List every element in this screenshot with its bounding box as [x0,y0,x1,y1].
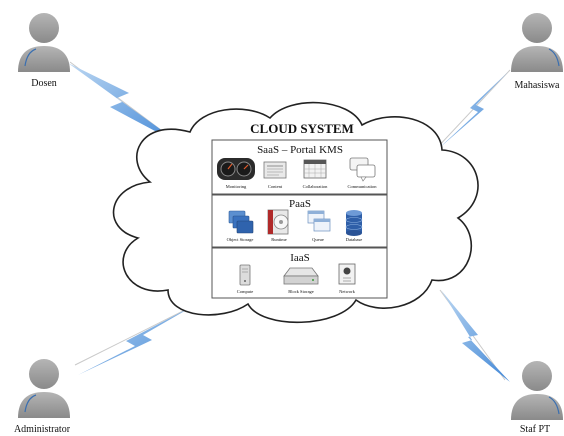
saas-item-label: Monitoring [226,184,247,189]
database-icon [345,210,363,236]
collaboration-icon [303,159,327,179]
dosen-user-icon [18,13,70,72]
iaas-item-label: Block Storage [288,289,314,294]
administrator-user-icon [18,359,70,418]
runtime-icon [267,209,289,235]
cloud-system-title: CLOUD SYSTEM [250,121,354,136]
paas-item-label: Queue [312,237,324,242]
content-icon [263,161,287,179]
staf-pt-user-icon [511,361,563,420]
mahasiswa-user-icon [511,13,563,72]
lightning-bolt-staf-pt-icon [441,290,510,382]
paas-item-label: Runtime [271,237,287,242]
paas-item-label: Object Storage [227,237,254,242]
saas-title: SaaS – Portal KMS [257,144,343,156]
saas-item-label: Communication [348,184,378,189]
queue-icon [307,210,331,232]
iaas-item-label: Network [339,289,355,294]
administrator-label: Administrator [14,424,71,435]
iaas-layer: IaaS Compute Block Storage Network [211,247,388,299]
communication-icon [349,157,376,182]
lightning-bolt-dosen-icon [68,63,185,147]
paas-item-label: Database [346,237,363,242]
staf-pt-label: Staf PT [520,424,550,435]
iaas-item-label: Compute [237,289,254,294]
compute-icon [239,264,251,286]
iaas-title: IaaS [290,252,310,264]
block-storage-icon [283,267,319,285]
paas-title: PaaS [289,198,311,210]
object-storage-icon [228,210,254,234]
paas-layer: PaaS Object Storage Runtime Queue [211,194,388,248]
saas-item-label: Collaboration [303,184,328,189]
saas-layer: SaaS – Portal KMS Monitoring Content [211,139,388,195]
lightning-bolt-administrator-icon [78,305,195,375]
dosen-label: Dosen [31,78,57,89]
saas-item-label: Content [268,184,283,189]
monitoring-icon [217,158,255,180]
network-icon [338,263,356,285]
mahasiswa-label: Mahasiswa [515,80,561,91]
